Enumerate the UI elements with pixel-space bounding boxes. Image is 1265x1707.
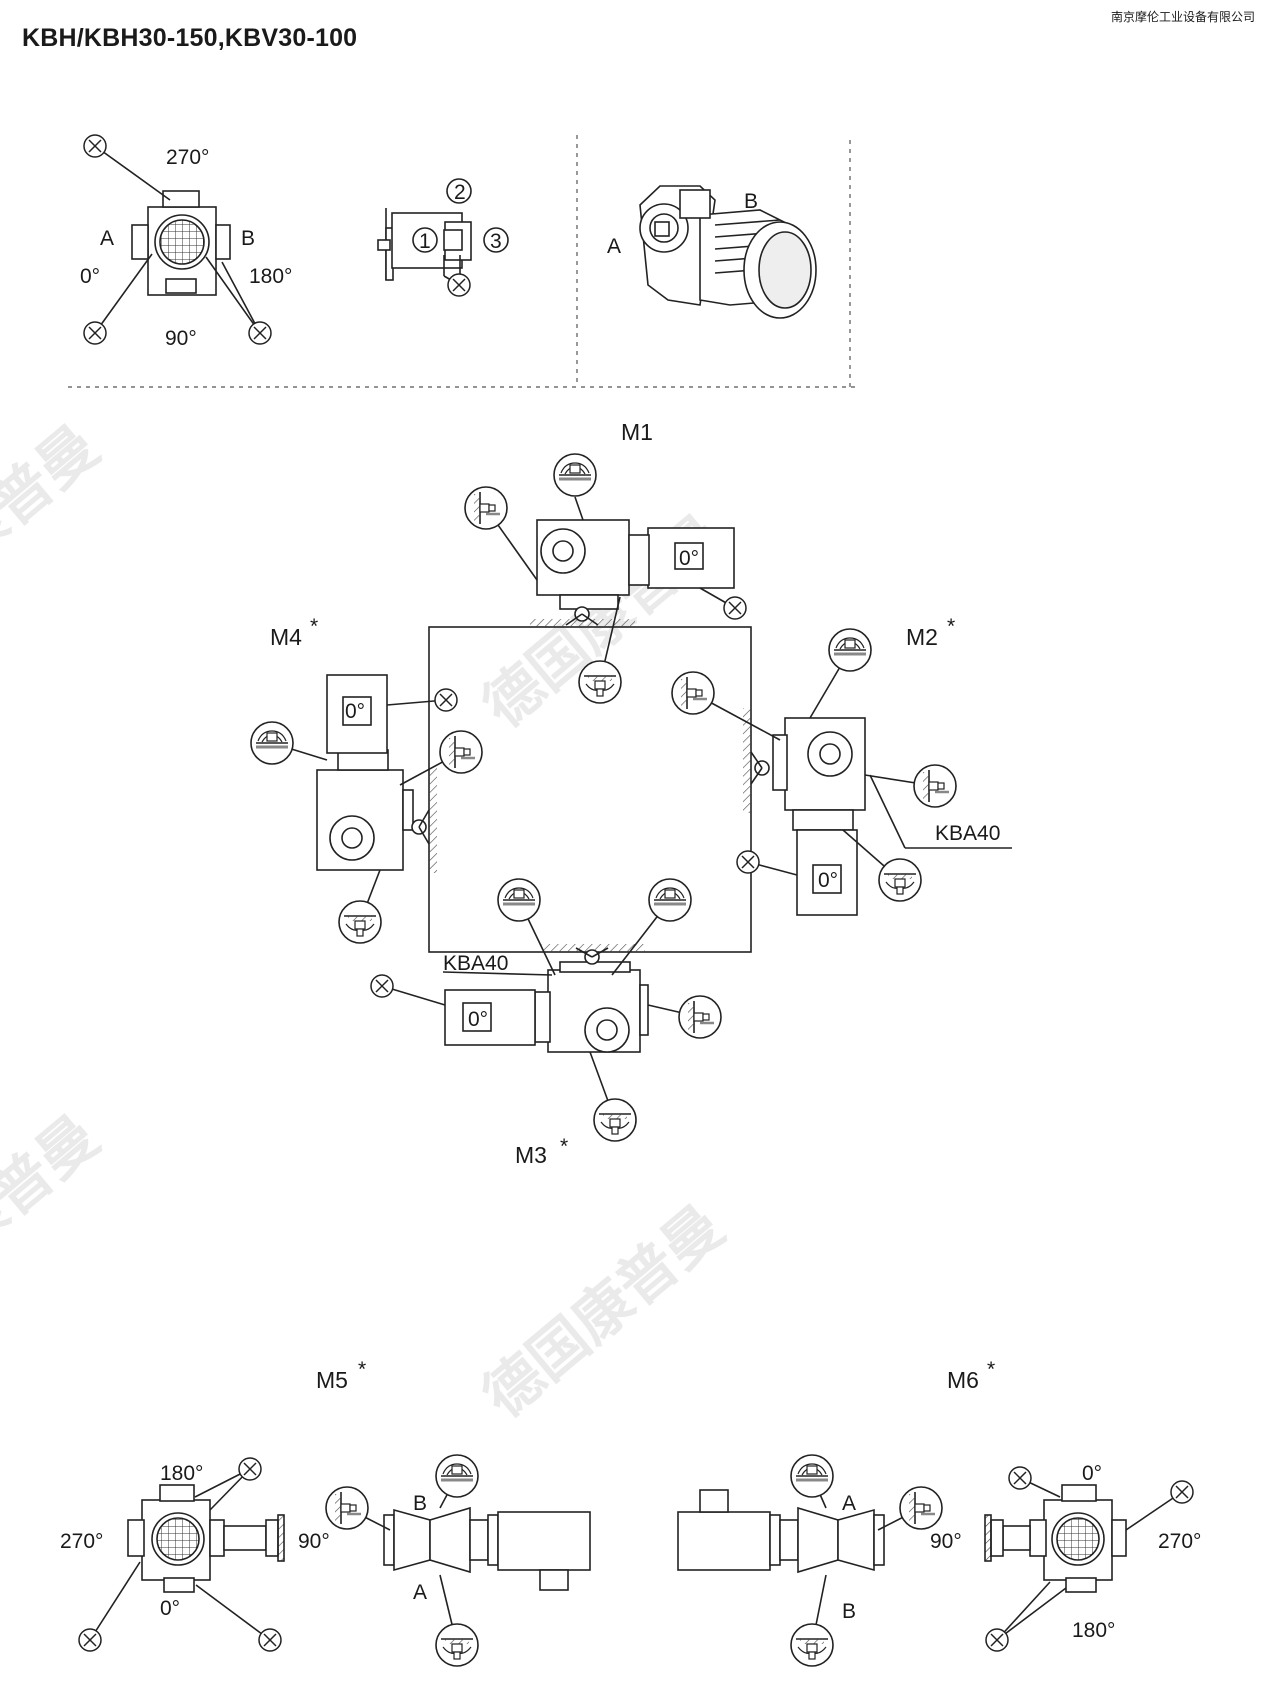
m6-side-b-label: B — [842, 1600, 856, 1623]
m6-angle-90-label: 90° — [930, 1530, 962, 1553]
m1-gearmotor — [463, 452, 747, 704]
m4-gearmotor — [249, 674, 484, 944]
company-name: 南京摩伦工业设备有限公司 — [1110, 10, 1255, 24]
position-1-label: 1 — [419, 230, 431, 253]
m6-star: * — [987, 1358, 995, 1381]
m6-front-view — [984, 1466, 1194, 1652]
m4-label: M4 — [270, 624, 302, 650]
watermark-text: 德国康普曼 — [0, 412, 111, 651]
gear-motor-perspective — [639, 185, 817, 319]
m2-terminal-box-label: 0° — [818, 869, 838, 892]
m5-label: M5 — [316, 1367, 348, 1393]
m2-gearmotor — [670, 627, 1012, 916]
angle-180-label: 180° — [249, 265, 292, 288]
m5-angle-180-label: 180° — [160, 1462, 203, 1485]
m3-gearmotor — [370, 877, 723, 1142]
top-panel-dividers — [68, 135, 855, 388]
perspective-side-b-label: B — [744, 190, 758, 213]
m5-side-view — [324, 1453, 591, 1667]
side-b-label: B — [241, 227, 255, 250]
m4-star: * — [310, 615, 318, 638]
m2-star: * — [947, 615, 955, 638]
m6-angle-270-label: 270° — [1158, 1530, 1201, 1553]
m5-angle-270-label: 270° — [60, 1530, 103, 1553]
m5-angle-0-label: 0° — [160, 1597, 180, 1620]
angle-270-label: 270° — [166, 146, 209, 169]
m4-terminal-box-label: 0° — [345, 700, 365, 723]
side-a-label: A — [100, 227, 114, 250]
m5-side-a-label: A — [413, 1581, 427, 1604]
position-2-label: 2 — [454, 181, 466, 204]
m3-star: * — [560, 1135, 568, 1158]
angle-0-label: 0° — [80, 265, 100, 288]
m2-label: M2 — [906, 624, 938, 650]
m6-label: M6 — [947, 1367, 979, 1393]
m5-angle-90-label: 90° — [298, 1530, 330, 1553]
position-3-label: 3 — [490, 230, 502, 253]
m1-terminal-box-label: 0° — [679, 547, 699, 570]
m3-terminal-box-label: 0° — [468, 1008, 488, 1031]
m1-label: M1 — [621, 419, 653, 445]
page-title: KBH/KBH30-150,KBV30-100 — [22, 24, 358, 52]
perspective-side-a-label: A — [607, 235, 621, 258]
m5-star: * — [358, 1358, 366, 1381]
watermark-text: 德国康普曼 — [470, 1192, 736, 1431]
m2-breather-label: KBA40 — [935, 822, 1000, 845]
angle-90-label: 90° — [165, 327, 197, 350]
m6-angle-180-label: 180° — [1072, 1619, 1115, 1642]
m5-front-view — [78, 1457, 285, 1652]
m6-side-a-label: A — [842, 1492, 856, 1515]
orientation-front-view — [83, 134, 272, 345]
watermark-text: 德国康普曼 — [0, 1102, 111, 1341]
m6-angle-0-label: 0° — [1082, 1462, 1102, 1485]
m3-label: M3 — [515, 1142, 547, 1168]
m3-breather-label: KBA40 — [443, 952, 508, 975]
m6-side-view — [677, 1453, 944, 1667]
m5-side-b-label: B — [413, 1492, 427, 1515]
terminal-position-view — [377, 178, 509, 297]
